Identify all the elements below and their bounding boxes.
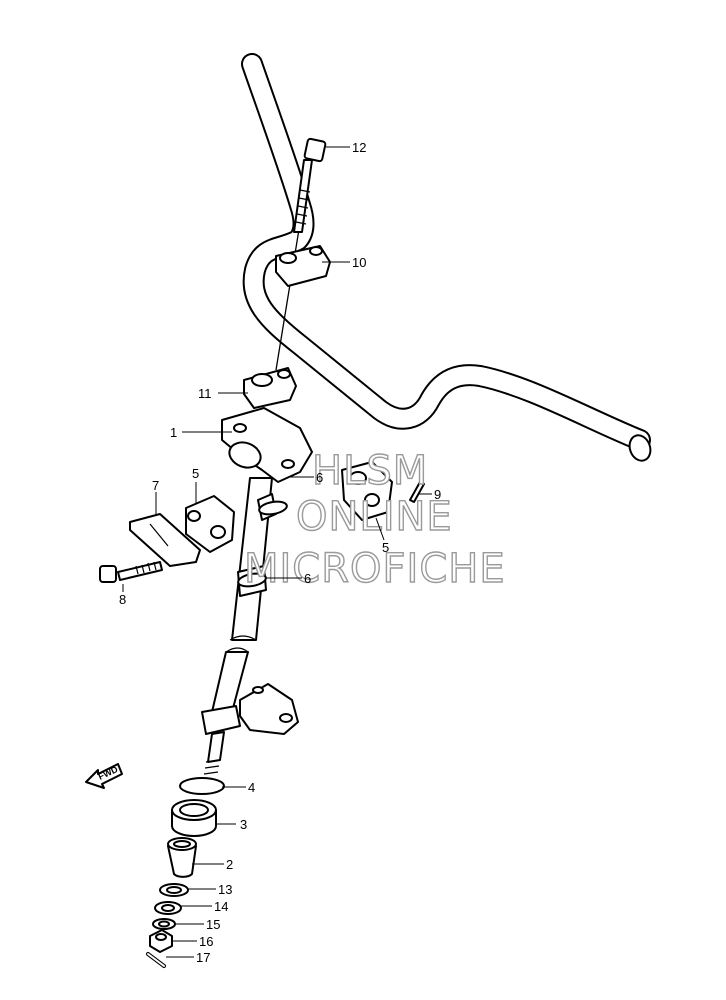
cotter-pin-17: [146, 952, 166, 968]
callout-10: 10: [352, 255, 366, 270]
bolt-8: [99, 561, 163, 583]
callout-6-upper: 6: [316, 470, 323, 485]
callout-7: 7: [152, 478, 159, 493]
plate-7: [129, 513, 201, 567]
callout-15: 15: [206, 917, 220, 932]
washer-13: [159, 883, 189, 897]
callout-14: 14: [214, 899, 228, 914]
callout-9: 9: [434, 487, 441, 502]
callout-numbers: 12 10 11 1 5 7 8 6 6 5 9 4 3 2 13 14 15 …: [119, 140, 441, 965]
callout-13: 13: [218, 882, 232, 897]
upper-clamp-10: [275, 245, 331, 287]
callout-3: 3: [240, 817, 247, 832]
leader-lines: [122, 146, 432, 958]
callout-6-lower: 6: [304, 571, 311, 586]
callout-16: 16: [199, 934, 213, 949]
callout-11: 11: [198, 386, 212, 401]
bushing-2: [167, 837, 197, 878]
callout-8: 8: [119, 592, 126, 607]
callout-1: 1: [170, 425, 177, 440]
callout-5-right: 5: [382, 540, 389, 555]
callout-5-left: 5: [192, 466, 199, 481]
fwd-direction-arrow: FWD: [85, 763, 123, 789]
o-rings-6: [237, 500, 288, 588]
callout-12: 12: [352, 140, 366, 155]
bearing-3: [171, 799, 217, 837]
callout-17: 17: [196, 950, 210, 965]
o-ring-4: [179, 777, 225, 795]
lower-clamp-11: [243, 367, 297, 409]
washer-15: [152, 918, 176, 930]
pin-9: [409, 481, 425, 503]
watermark-line-3: MICROFICHE: [244, 546, 506, 592]
steering-shaft-1: [201, 407, 313, 775]
watermark-line-2: ONLINE: [296, 494, 453, 540]
watermark: HLSM ONLINE MICROFICHE: [243, 447, 506, 592]
callout-4: 4: [248, 780, 255, 795]
nut-16: [149, 929, 173, 953]
watermark-line-1: HLSM: [312, 448, 428, 494]
bushing-5-right: [341, 461, 393, 521]
washer-14: [154, 901, 182, 915]
callout-2: 2: [226, 857, 233, 872]
bushing-5-left: [185, 495, 235, 553]
